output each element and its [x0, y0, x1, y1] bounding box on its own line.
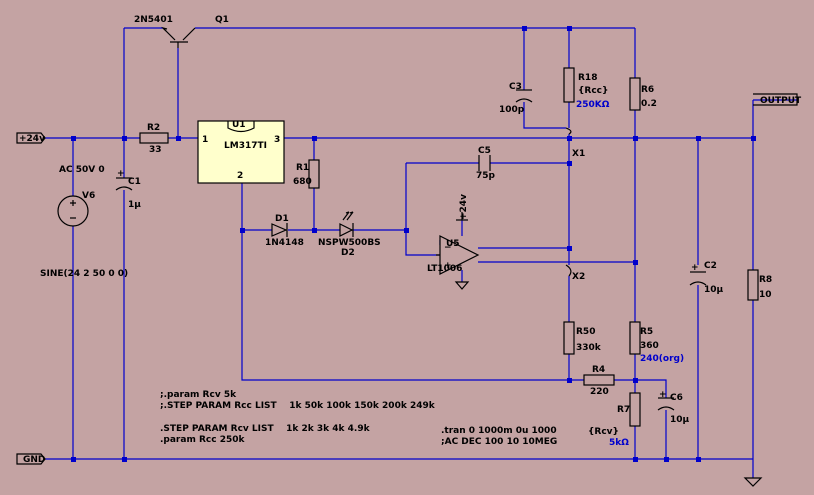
gnd-label: GND — [16, 453, 46, 465]
u5-supply-label: +24v — [459, 194, 469, 220]
r18-resistor[interactable]: R18 {Rcc} 250KΩ — [563, 67, 610, 110]
x2-crossover: X2 — [565, 264, 585, 282]
u1-ref: U1 — [232, 120, 246, 130]
u1-model: LM317TI — [224, 141, 267, 151]
d2-led[interactable]: NSPW500BS D2 — [318, 211, 381, 258]
supply-in-text: +24v — [19, 134, 45, 144]
r1-value: 680 — [293, 177, 312, 187]
directive-line3: .STEP PARAM Rcv LIST 1k 2k 3k 4k 4.9k — [160, 424, 371, 434]
u5-opamp[interactable]: − + U5 LT1006 +24v — [427, 194, 480, 290]
d2-model: NSPW500BS — [318, 238, 381, 248]
u5-model: LT1006 — [427, 264, 462, 274]
r4-value: 220 — [590, 387, 609, 397]
r4-ref: R4 — [592, 365, 605, 375]
c1-ref: C1 — [128, 177, 141, 187]
q1-model: 2N5401 — [134, 15, 173, 25]
u1-pin1: 1 — [202, 135, 208, 145]
r50-resistor[interactable]: R50 330k — [563, 321, 602, 355]
r6-ref: R6 — [641, 85, 654, 95]
c2-value: 10µ — [704, 285, 724, 295]
r6-resistor[interactable]: R6 0.2 — [629, 77, 657, 111]
r8-resistor[interactable]: R8 10 — [747, 269, 772, 301]
c3-ref: C3 — [509, 82, 522, 92]
v6-source[interactable]: AC 50V 0 V6 SINE(24 2 50 0 0) — [40, 165, 128, 279]
r4-resistor[interactable]: R4 220 — [583, 365, 615, 397]
r7-resistor[interactable]: R7 {Rcv} 5kΩ — [588, 392, 641, 448]
x1-label: X1 — [572, 149, 585, 159]
svg-text:+: + — [444, 261, 452, 271]
directive-line6: ;AC DEC 100 10 10MEG — [441, 437, 557, 447]
junctions — [71, 26, 756, 462]
r8-ref: R8 — [759, 275, 772, 285]
c2-capacitor[interactable]: + C2 10µ — [689, 261, 724, 295]
svg-text:+: + — [659, 390, 667, 400]
supply-input-label: +24v — [16, 132, 46, 144]
c5-capacitor[interactable]: C5 75p — [476, 146, 496, 181]
c6-capacitor[interactable]: + C6 10µ — [657, 390, 690, 425]
svg-text:−: − — [444, 243, 452, 253]
r7-note: 5kΩ — [609, 438, 629, 448]
c1-capacitor[interactable]: + C1 1µ — [115, 169, 141, 210]
v6-ac: AC 50V 0 — [59, 165, 105, 175]
r8-value: 10 — [759, 290, 772, 300]
r5-note: 240(org) — [640, 354, 684, 364]
r6-value: 0.2 — [641, 99, 657, 109]
d1-model: 1N4148 — [265, 238, 304, 248]
svg-text:+: + — [117, 169, 125, 179]
u1-pin2: 2 — [237, 171, 243, 181]
output-text: OUTPUT — [760, 96, 802, 106]
spice-directives: ;.param Rcv 5k ;.STEP PARAM Rcc LIST 1k … — [160, 390, 557, 447]
directive-line2: ;.STEP PARAM Rcc LIST 1k 50k 100k 150k 2… — [160, 401, 436, 411]
v6-source-spec: SINE(24 2 50 0 0) — [40, 269, 128, 279]
svg-text:+: + — [691, 263, 699, 273]
r5-ref: R5 — [640, 327, 653, 337]
r7-ref: R7 — [617, 405, 630, 415]
c3-capacitor[interactable]: C3 100p — [499, 82, 533, 115]
gnd-text: GND — [23, 455, 45, 465]
r18-ref: R18 — [578, 73, 597, 83]
d1-diode[interactable]: D1 1N4148 — [265, 214, 304, 248]
v6-ref: V6 — [82, 191, 95, 201]
r7-value: {Rcv} — [588, 427, 619, 437]
r5-value: 360 — [640, 341, 659, 351]
u1-regulator[interactable]: U1 LM317TI 1 2 3 — [197, 120, 285, 184]
c2-ref: C2 — [704, 261, 717, 271]
c1-value: 1µ — [128, 200, 141, 210]
r18-note: 250KΩ — [576, 100, 610, 110]
r50-value: 330k — [576, 343, 602, 353]
u1-pin3: 3 — [274, 135, 280, 145]
c5-ref: C5 — [478, 146, 491, 156]
directive-line4: .param Rcc 250k — [160, 435, 245, 445]
u5-ref: U5 — [446, 239, 460, 249]
r50-ref: R50 — [576, 327, 595, 337]
c3-value: 100p — [499, 105, 525, 115]
output-label: OUTPUT — [753, 93, 802, 106]
r1-ref: R1 — [296, 163, 309, 173]
r2-value: 33 — [149, 145, 162, 155]
directive-line5: .tran 0 1000m 0u 1000 — [441, 426, 557, 436]
directive-line1: ;.param Rcv 5k — [160, 390, 237, 400]
ground-symbol — [743, 477, 763, 487]
c5-value: 75p — [476, 171, 496, 181]
x2-label: X2 — [572, 272, 585, 282]
r1-resistor[interactable]: R1 680 — [293, 159, 320, 189]
r2-ref: R2 — [147, 123, 160, 133]
x1-crossover: X1 — [565, 127, 585, 159]
q1-ref: Q1 — [215, 15, 229, 25]
r2-resistor[interactable]: R2 33 — [139, 123, 169, 155]
r18-value: {Rcc} — [578, 86, 608, 96]
c6-ref: C6 — [670, 393, 683, 403]
wires — [45, 27, 797, 478]
d1-ref: D1 — [275, 214, 289, 224]
q1-transistor[interactable]: 2N5401 Q1 — [134, 15, 229, 48]
c6-value: 10µ — [670, 415, 690, 425]
r5-resistor[interactable]: R5 360 240(org) — [629, 321, 684, 364]
d2-ref: D2 — [341, 248, 355, 258]
